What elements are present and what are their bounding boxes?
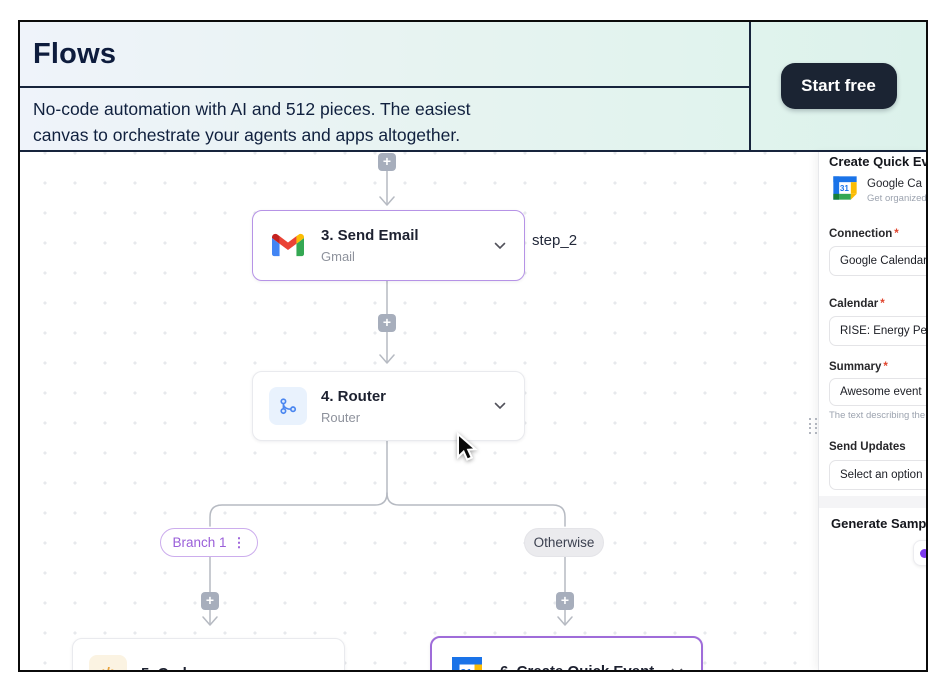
node-router-subtitle: Router bbox=[321, 409, 361, 425]
kebab-menu-icon[interactable]: ⋮ bbox=[232, 534, 246, 550]
page-description: No-code automation with AI and 512 piece… bbox=[20, 88, 749, 148]
description-line-2: canvas to orchestrate your agents and ap… bbox=[33, 125, 461, 145]
flow-connector-lines bbox=[202, 170, 573, 626]
node-send-email[interactable]: 3. Send Email Gmail bbox=[252, 210, 525, 281]
send-updates-label: Send Updates bbox=[829, 441, 906, 453]
add-step-button-middle[interactable]: + bbox=[378, 314, 396, 332]
code-icon: </> bbox=[89, 654, 127, 670]
start-free-button[interactable]: Start free bbox=[780, 63, 897, 109]
title-row: Flows bbox=[20, 22, 749, 88]
add-step-button-otherwise[interactable]: + bbox=[556, 592, 574, 610]
step-tag-label: step_2 bbox=[532, 232, 578, 249]
google-calendar-icon: 31 bbox=[448, 653, 486, 670]
page-title: Flows bbox=[33, 37, 117, 70]
add-step-button-top[interactable]: + bbox=[378, 153, 396, 171]
chevron-down-icon[interactable] bbox=[671, 668, 683, 670]
node-router-title: 4. Router bbox=[321, 387, 387, 405]
summary-help-text: The text describing the e bbox=[829, 410, 926, 421]
panel-title: Create Quick Eve bbox=[829, 154, 926, 169]
generate-sample-button[interactable] bbox=[913, 540, 926, 566]
app-tagline: Get organized bbox=[867, 193, 926, 204]
otherwise-label: Otherwise bbox=[533, 535, 595, 550]
panel-section-divider bbox=[819, 496, 926, 508]
page-header: Flows No-code automation with AI and 512… bbox=[20, 22, 926, 152]
send-updates-select[interactable]: Select an option bbox=[829, 460, 926, 490]
connection-select[interactable]: Google Calendar bbox=[829, 246, 926, 276]
google-calendar-icon: 31 bbox=[831, 174, 859, 207]
node-create-quick-event-title: 6. Create Quick Event bbox=[500, 663, 671, 670]
generate-sample-title: Generate Sample D bbox=[831, 516, 926, 531]
summary-input[interactable]: Awesome event bbox=[829, 378, 926, 406]
app-header-row: 31 Google Ca Get organized bbox=[831, 174, 926, 207]
app-name: Google Ca bbox=[867, 178, 922, 190]
chevron-down-icon[interactable] bbox=[314, 670, 326, 671]
sparkle-dot-icon bbox=[920, 549, 926, 558]
add-step-button-branch1[interactable]: + bbox=[201, 592, 219, 610]
flow-canvas[interactable]: + + + + 3. Send Email Gmail bbox=[20, 152, 926, 670]
branch-1-label: Branch 1 bbox=[172, 535, 227, 550]
header-text-block: Flows No-code automation with AI and 512… bbox=[20, 22, 751, 150]
header-cta-block: Start free bbox=[751, 22, 926, 150]
node-code[interactable]: </> 5. Code bbox=[72, 638, 345, 670]
gmail-icon bbox=[269, 227, 307, 265]
required-marker: * bbox=[883, 361, 888, 373]
required-marker: * bbox=[880, 298, 885, 310]
node-send-email-subtitle: Gmail bbox=[321, 249, 355, 264]
otherwise-pill[interactable]: Otherwise bbox=[524, 528, 604, 557]
chevron-down-icon[interactable] bbox=[494, 402, 506, 410]
node-router[interactable]: 4. Router Router bbox=[252, 371, 525, 441]
panel-resize-handle[interactable] bbox=[809, 418, 818, 434]
connection-label: Connection* bbox=[829, 228, 899, 240]
description-line-1: No-code automation with AI and 512 piece… bbox=[33, 99, 471, 119]
svg-text:31: 31 bbox=[460, 666, 472, 670]
required-marker: * bbox=[894, 228, 899, 240]
summary-label: Summary* bbox=[829, 361, 888, 373]
app-window: Flows No-code automation with AI and 512… bbox=[18, 20, 928, 672]
mouse-cursor-icon bbox=[457, 432, 478, 461]
node-create-quick-event[interactable]: 31 6. Create Quick Event bbox=[430, 636, 703, 670]
branch-1-pill[interactable]: Branch 1 ⋮ bbox=[160, 528, 258, 557]
svg-text:31: 31 bbox=[840, 184, 850, 193]
node-send-email-title: 3. Send Email bbox=[321, 227, 419, 244]
calendar-label: Calendar* bbox=[829, 298, 885, 310]
node-code-title: 5. Code bbox=[141, 665, 314, 670]
calendar-select[interactable]: RISE: Energy Peaks bbox=[829, 316, 926, 346]
chevron-down-icon[interactable] bbox=[494, 242, 506, 250]
step-settings-panel: Create Quick Eve 31 Google Ca bbox=[818, 152, 926, 670]
router-icon bbox=[269, 387, 307, 425]
